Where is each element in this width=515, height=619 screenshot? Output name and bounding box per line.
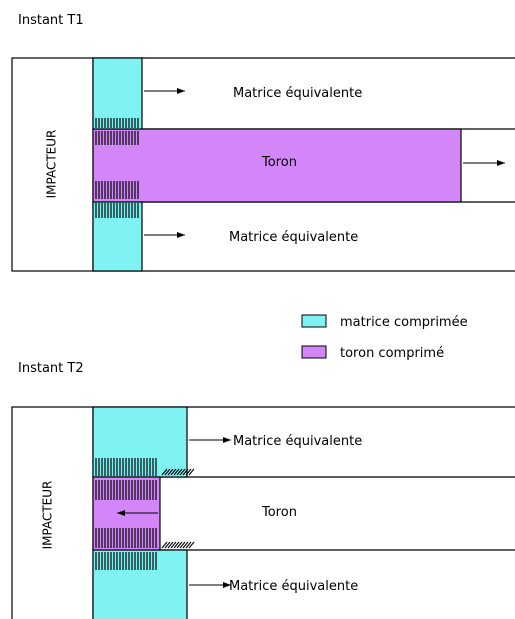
strand-compressed-t1: [92, 128, 462, 203]
shear-line: [188, 541, 195, 549]
compression-hatching-t1: [95, 118, 139, 218]
impactor-label-t2: IMPACTEUR: [41, 481, 55, 550]
shear-line: [164, 468, 171, 476]
shear-line: [182, 468, 189, 476]
shear-line: [182, 541, 189, 549]
shear-line: [161, 541, 168, 549]
matrix-top-label-t1: Matrice équivalente: [233, 86, 362, 101]
panel-t1: Instant T1 IMPACTEUR Matrice équivalente…: [11, 13, 515, 272]
shear-line: [167, 541, 174, 549]
shear-line: [170, 541, 177, 549]
legend-swatch-strand: [301, 345, 327, 359]
shear-line: [176, 468, 183, 476]
matrix-top-label-t2: Matrice équivalente: [233, 434, 362, 449]
shear-line: [167, 468, 174, 476]
shear-line: [173, 541, 180, 549]
legend: matrice comprimée toron comprimé: [301, 314, 468, 361]
shear-line: [170, 468, 177, 476]
legend-label-strand: toron comprimé: [340, 346, 444, 361]
shear-line: [179, 541, 186, 549]
matrix-compressed-top-t2: [92, 406, 188, 478]
panel-t2-title: Instant T2: [18, 361, 84, 376]
shear-line: [173, 468, 180, 476]
shear-line: [188, 468, 195, 476]
shear-line: [185, 541, 192, 549]
shear-line: [161, 468, 168, 476]
shear-marks-t2: [161, 468, 195, 549]
legend-swatch-matrix: [301, 314, 327, 328]
compression-hatching-t2: [95, 458, 157, 570]
impactor-label-t1: IMPACTEUR: [45, 130, 59, 199]
impactor-block-t1: [11, 57, 94, 272]
strand-label-t1: Toron: [261, 155, 297, 170]
matrix-bottom-label-t2: Matrice équivalente: [229, 579, 358, 594]
matrix-compressed-top-t1: [92, 57, 143, 130]
legend-label-matrix: matrice comprimée: [340, 315, 468, 330]
panel-t2: Instant T2 IMPACTEUR Matrice équivalente…: [11, 361, 515, 619]
shear-line: [185, 468, 192, 476]
shear-line: [164, 541, 171, 549]
impactor-block-t2: [11, 406, 94, 619]
strand-label-t2: Toron: [261, 505, 297, 520]
shear-line: [179, 468, 186, 476]
matrix-bottom-label-t1: Matrice équivalente: [229, 230, 358, 245]
panel-t1-title: Instant T1: [18, 13, 84, 28]
matrix-compressed-bottom-t2: [92, 549, 188, 619]
shear-line: [176, 541, 183, 549]
